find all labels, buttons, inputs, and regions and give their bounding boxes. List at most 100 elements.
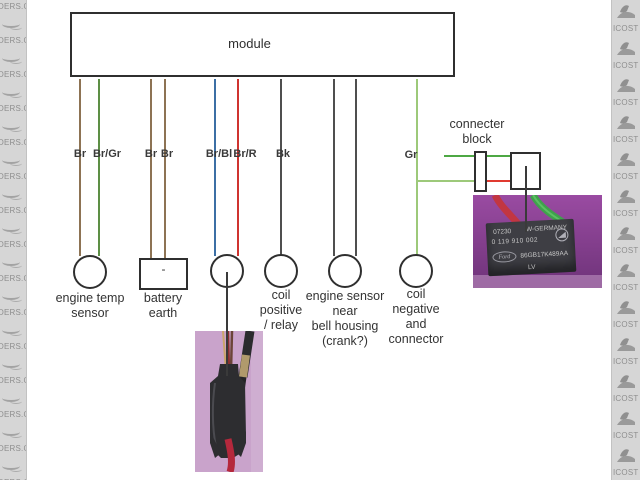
wire-bk [280,79,282,256]
relay-part-number: 0 119 910 002 [491,236,539,247]
battery-earth-box: - [139,258,188,290]
label-line: block [462,132,492,146]
ford-logo-text: Ford [498,253,511,261]
watermark-text: DERS.C [0,376,26,385]
watermark-unit: ICOST [612,407,640,444]
watermark-unit: ICOST [612,74,640,111]
watermark-text: ICOST [613,135,639,144]
watermark-unit: DERS.C [0,442,26,476]
watermark-logo-icon [617,42,635,55]
squiggle-line [10,161,22,166]
watermark-logo-icon [617,79,635,92]
coil-negative-circle [399,254,433,288]
watermark-text: ICOST [613,209,639,218]
watermark-text: ICOST [613,24,639,33]
watermark-unit: ICOST [612,296,640,333]
squiggle-line [10,399,22,404]
watermark-text: ICOST [613,431,639,440]
squiggle-line [10,467,22,472]
wire-label-br-bl: Br/Bl [205,148,233,160]
watermark-text: DERS.C [0,2,26,11]
wire-crank-1 [333,79,335,256]
watermark-unit: DERS.C [0,306,26,340]
wire-label-br-3: Br [160,148,174,160]
squiggle-line [10,365,22,370]
connector-block-small [474,151,487,192]
watermark-unit: DERS.C [0,272,26,306]
watermark-unit: DERS.C [0,102,26,136]
watermark-unit: ICOST [612,148,640,185]
label-line: positive [259,303,303,317]
ford-logo: Ford [492,250,517,264]
watermark-text: DERS.C [0,206,26,215]
wire-br-r [237,79,239,256]
label-line: engine sensor [305,289,385,303]
label-line: connector [388,332,444,346]
green-link-stub [444,155,474,157]
watermark-unit: DERS.C [0,0,26,34]
watermark-text: ICOST [613,357,639,366]
watermark-unit: DERS.C [0,34,26,68]
watermark-text: DERS.C [0,240,26,249]
red-link-lower [487,180,510,182]
squiggle-line [10,297,22,302]
watermark-unit: ICOST [612,222,640,259]
watermark-unit: DERS.C [0,204,26,238]
label-line: connecter [449,117,505,131]
module-box [70,12,455,77]
engine-sensor-circle [328,254,362,288]
connector-photo [195,331,263,472]
squiggle-line [10,93,22,98]
watermark-logo-icon [617,264,635,277]
watermark-text: DERS.C [0,36,26,45]
module-label: module [228,36,271,51]
watermark-unit: DERS.C [0,170,26,204]
squiggle-line [10,263,22,268]
relay-photo: 07230 W-GERMANY 0 119 910 002 Ford 86GB1… [473,195,602,288]
label-line: negative [392,302,440,316]
squiggle-line [10,229,22,234]
label-line: near [332,304,358,318]
squiggle-line [10,195,22,200]
watermark-text: ICOST [613,468,639,477]
coil-negative-label: coil negative and connector [376,287,456,347]
watermark-logo-icon [617,5,635,18]
squiggle-line [10,433,22,438]
label-line: bell housing [311,319,379,333]
watermark-logo-icon [617,338,635,351]
watermark-text: DERS.C [0,138,26,147]
watermark-unit: ICOST [612,370,640,407]
watermark-logo-icon [617,301,635,314]
watermark-unit: DERS.C [0,238,26,272]
watermark-logo-icon [617,375,635,388]
watermark-text: ICOST [613,98,639,107]
watermark-text: DERS.C [0,104,26,113]
label-line: coil [406,287,426,301]
watermark-unit: ICOST [612,185,640,222]
watermark-text: ICOST [613,61,639,70]
watermark-text: DERS.C [0,342,26,351]
watermark-text: ICOST [613,283,639,292]
watermark-strip-right: ICOST ICOST ICOST ICOST ICOST ICOST ICOS… [611,0,640,480]
relay-body: 07230 W-GERMANY 0 119 910 002 Ford 86GB1… [485,218,577,277]
watermark-unit: ICOST [612,333,640,370]
watermark-text: DERS.C [0,70,26,79]
relay-pointer-line [525,166,527,232]
relay-code: 07230 [492,228,512,236]
engine-temp-sensor-circle [73,255,107,289]
battery-earth-label: battery earth [123,291,203,321]
watermark-text: DERS.C [0,478,26,480]
squiggle-line [10,331,22,336]
watermark-logo-icon [617,153,635,166]
wire-label-br-1: Br [73,148,87,160]
label-line: sensor [71,306,109,320]
green-link-lower [417,180,474,182]
watermark-unit: ICOST [612,37,640,74]
connector-pointer-line [226,272,228,376]
wire-crank-2 [355,79,357,256]
label-line: earth [148,306,178,320]
watermark-text: DERS.C [0,410,26,419]
engine-sensor-label: engine sensor near bell housing (crank?) [295,289,395,349]
label-line: and [405,317,427,331]
watermark-logo-icon [617,449,635,462]
